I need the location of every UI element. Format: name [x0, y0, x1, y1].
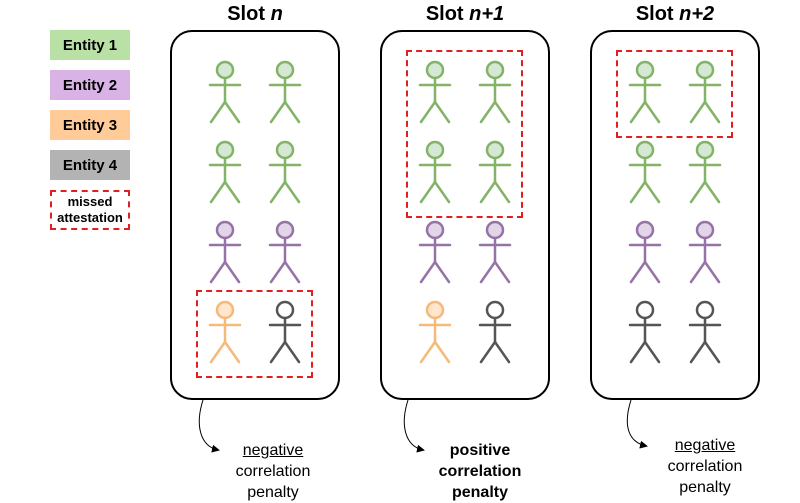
person-entity-4-icon — [685, 300, 725, 372]
person-entity-4-icon — [475, 300, 515, 372]
person-entity-2-icon — [265, 220, 305, 292]
slot-3-caption-line-3: penalty — [679, 479, 731, 496]
person-entity-1-icon — [205, 140, 245, 212]
legend-entity-2: Entity 2 — [50, 70, 130, 100]
legend-missed-line-1: missed — [67, 194, 113, 209]
person-entity-1-icon — [685, 60, 725, 132]
person-entity-2-icon — [685, 220, 725, 292]
slot-1-title-prefix: Slot — [227, 3, 271, 25]
person-entity-1-icon — [475, 60, 515, 132]
legend-entity-1: Entity 1 — [50, 30, 130, 60]
person-entity-1-icon — [265, 60, 305, 132]
legend-missed-line-2: attestation — [57, 210, 123, 225]
person-entity-1-icon — [475, 140, 515, 212]
slot-2-arrow — [403, 399, 425, 453]
slot-2-caption-line-3: penalty — [451, 484, 508, 501]
slot-2-caption: positive correlation penalty — [395, 440, 565, 503]
slot-3-caption: negative correlation penalty — [620, 435, 790, 498]
slot-2-caption-line-2: correlation — [438, 463, 522, 480]
missed-attestation-box — [196, 290, 313, 378]
slot-1-box — [170, 30, 340, 400]
person-entity-2-icon — [205, 220, 245, 292]
person-entity-1-icon — [625, 140, 665, 212]
person-entity-1-icon — [415, 140, 455, 212]
missed-attestation-box — [406, 50, 523, 218]
slot-1-title: Slot n — [170, 3, 340, 26]
slot-3-caption-line-2: correlation — [667, 458, 743, 475]
person-entity-3-icon — [415, 300, 455, 372]
person-entity-4-icon — [265, 300, 305, 372]
slot-1-caption-line-3: penalty — [247, 484, 299, 501]
person-entity-2-icon — [415, 220, 455, 292]
slot-3-caption-emph: negative — [674, 437, 736, 454]
slot-3-title-var: n+2 — [679, 3, 715, 25]
slot-3-box — [590, 30, 760, 400]
slot-3-title: Slot n+2 — [590, 3, 760, 26]
person-entity-1-icon — [265, 140, 305, 212]
person-entity-3-icon — [205, 300, 245, 372]
slot-1-caption-emph: negative — [242, 442, 304, 459]
slot-1-caption-line-2: correlation — [235, 463, 311, 480]
person-entity-1-icon — [205, 60, 245, 132]
person-entity-1-icon — [625, 60, 665, 132]
person-entity-4-icon — [625, 300, 665, 372]
person-entity-1-icon — [415, 60, 455, 132]
slot-3-title-prefix: Slot — [635, 3, 680, 25]
slot-2-title: Slot n+1 — [380, 3, 550, 26]
slot-3-arrow — [626, 399, 648, 449]
slot-1-title-var: n — [270, 3, 283, 25]
person-entity-2-icon — [475, 220, 515, 292]
legend-missed-attestation: missed attestation — [50, 190, 130, 230]
person-entity-1-icon — [685, 140, 725, 212]
legend-entity-4: Entity 4 — [50, 150, 130, 180]
slot-2-box — [380, 30, 550, 400]
legend-entity-3: Entity 3 — [50, 110, 130, 140]
slot-2-title-var: n+1 — [469, 3, 505, 25]
person-entity-2-icon — [625, 220, 665, 292]
slot-1-arrow — [198, 399, 220, 453]
slot-2-caption-emph: positive — [449, 442, 511, 459]
missed-attestation-box — [616, 50, 733, 138]
slot-2-title-prefix: Slot — [425, 3, 470, 25]
slot-1-caption: negative correlation penalty — [188, 440, 358, 503]
